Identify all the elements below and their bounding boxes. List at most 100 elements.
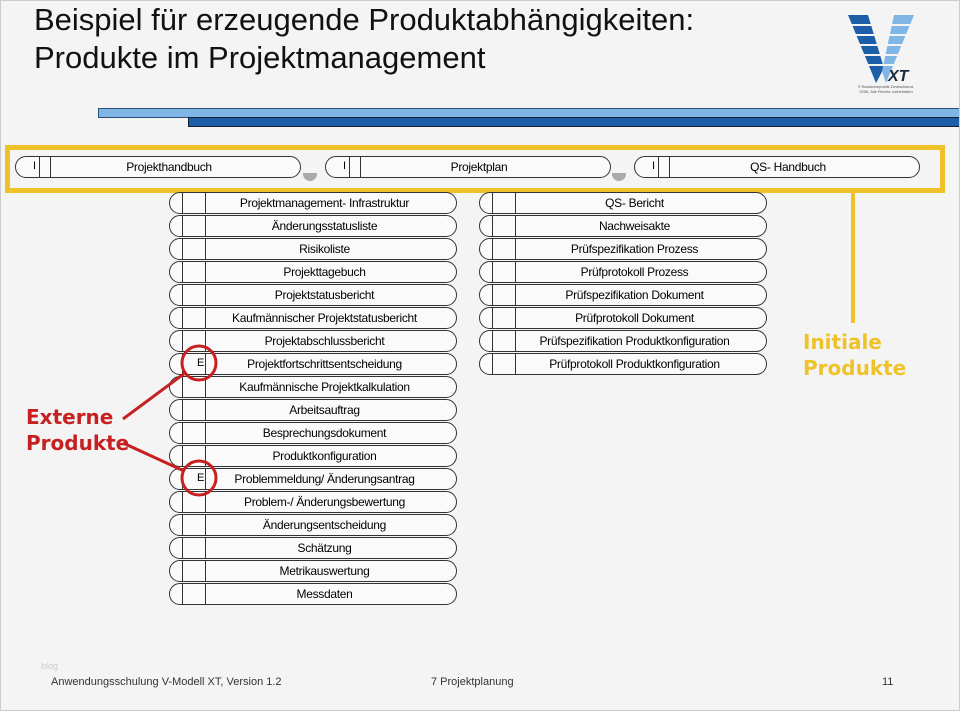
cell-divider <box>205 538 206 558</box>
product-label: Projekthandbuch <box>126 160 212 174</box>
dependency-connector-icon <box>612 173 626 181</box>
cell-divider <box>205 239 206 259</box>
cell-divider <box>205 216 206 236</box>
product-item[interactable]: Problem-/ Änderungsbewertung <box>169 491 457 513</box>
product-item[interactable]: Nachweisakte <box>479 215 767 237</box>
cell-divider <box>205 285 206 305</box>
cell-divider <box>182 285 183 305</box>
product-label: Kaufmännische Projektkalkulation <box>239 380 410 394</box>
cell-divider <box>182 492 183 512</box>
product-item[interactable]: Risikoliste <box>169 238 457 260</box>
cell-divider <box>492 239 493 259</box>
product-item[interactable]: Projektmanagement- Infrastruktur <box>169 192 457 214</box>
product-label: Prüfspezifikation Prozess <box>570 242 699 256</box>
product-item[interactable]: Prüfspezifikation Produktkonfiguration <box>479 330 767 352</box>
product-label: Besprechungsdokument <box>262 426 387 440</box>
cell-divider <box>182 584 183 604</box>
cell-divider <box>39 157 40 177</box>
cell-divider <box>182 538 183 558</box>
product-item[interactable]: Messdaten <box>169 583 457 605</box>
cell-divider <box>205 446 206 466</box>
product-label: Risikoliste <box>299 242 350 256</box>
product-label: Kaufmännischer Projektstatusbericht <box>232 311 417 325</box>
external-products-label: Externe Produkte <box>26 404 129 456</box>
cell-divider <box>205 331 206 351</box>
product-type-code: I <box>33 160 36 172</box>
cell-divider <box>205 377 206 397</box>
product-item[interactable]: QS- Bericht <box>479 192 767 214</box>
cell-divider <box>515 285 516 305</box>
cell-divider <box>492 354 493 374</box>
product-item[interactable]: Projektabschlussbericht <box>169 330 457 352</box>
cell-divider <box>515 239 516 259</box>
product-item[interactable]: Kaufmännische Projektkalkulation <box>169 376 457 398</box>
product-label: Prüfprotokoll Prozess <box>580 265 689 279</box>
product-label: Metrikauswertung <box>279 564 370 578</box>
product-item[interactable]: Prüfprotokoll Dokument <box>479 307 767 329</box>
cell-divider <box>205 400 206 420</box>
cell-divider <box>205 584 206 604</box>
product-item[interactable]: Prüfspezifikation Prozess <box>479 238 767 260</box>
logo-caption: © Bundesrepublik Deutschland, 2006, Alle… <box>857 84 915 94</box>
label-line: Produkte <box>26 431 130 455</box>
label-line: Externe <box>26 405 114 429</box>
label-line: Initiale <box>803 330 882 354</box>
product-item[interactable]: Prüfspezifikation Dokument <box>479 284 767 306</box>
product-item[interactable]: Prüfprotokoll Prozess <box>479 261 767 283</box>
product-label: Projektmanagement- Infrastruktur <box>239 196 410 210</box>
footer-chapter: 7 Projektplanung <box>431 676 514 688</box>
product-item[interactable]: Änderungsstatusliste <box>169 215 457 237</box>
product-label: Projektplan <box>450 160 508 174</box>
product-label: Nachweisakte <box>598 219 671 233</box>
cell-divider <box>492 308 493 328</box>
product-label: Änderungsstatusliste <box>271 219 378 233</box>
cell-divider <box>669 157 670 177</box>
product-label: Schätzung <box>297 541 352 555</box>
cell-divider <box>492 193 493 213</box>
cell-divider <box>182 561 183 581</box>
product-label: Änderungsentscheidung <box>262 518 387 532</box>
slide-title: Beispiel für erzeugende Produktabhängigk… <box>34 1 694 77</box>
product-label: Projektabschlussbericht <box>264 334 385 348</box>
cell-divider <box>182 354 183 374</box>
product-label: QS- Handbuch <box>750 160 826 174</box>
product-item[interactable]: Projektstatusbericht <box>169 284 457 306</box>
cell-divider <box>492 216 493 236</box>
cell-divider <box>205 469 206 489</box>
product-item[interactable]: Änderungsentscheidung <box>169 514 457 536</box>
label-line: Produkte <box>803 356 907 380</box>
cell-divider <box>182 216 183 236</box>
cell-divider <box>50 157 51 177</box>
product-type-code: E <box>197 472 205 484</box>
cell-divider <box>182 331 183 351</box>
product-item[interactable]: Besprechungsdokument <box>169 422 457 444</box>
product-label: Prüfspezifikation Dokument <box>565 288 704 302</box>
product-item[interactable]: Schätzung <box>169 537 457 559</box>
cell-divider <box>515 216 516 236</box>
cell-divider <box>205 308 206 328</box>
cell-divider <box>360 157 361 177</box>
cell-divider <box>182 469 183 489</box>
cell-divider <box>182 515 183 535</box>
product-label: Arbeitsauftrag <box>289 403 360 417</box>
initial-products-highlight <box>5 145 945 193</box>
title-line-1: Beispiel für erzeugende Produktabhängigk… <box>34 2 695 37</box>
product-item[interactable]: Produktkonfiguration <box>169 445 457 467</box>
product-item[interactable]: Kaufmännischer Projektstatusbericht <box>169 307 457 329</box>
product-item[interactable]: Projekttagebuch <box>169 261 457 283</box>
dependency-connector-icon <box>303 173 317 181</box>
product-item[interactable]: Metrikauswertung <box>169 560 457 582</box>
product-item[interactable]: Prüfprotokoll Produktkonfiguration <box>479 353 767 375</box>
cell-divider <box>515 262 516 282</box>
product-label: Prüfspezifikation Produktkonfiguration <box>539 334 730 348</box>
product-item[interactable]: Arbeitsauftrag <box>169 399 457 421</box>
cell-divider <box>205 492 206 512</box>
product-item[interactable]: I Projekthandbuch <box>15 156 301 178</box>
cell-divider <box>205 561 206 581</box>
cell-divider <box>182 262 183 282</box>
product-label: QS- Bericht <box>605 196 664 210</box>
